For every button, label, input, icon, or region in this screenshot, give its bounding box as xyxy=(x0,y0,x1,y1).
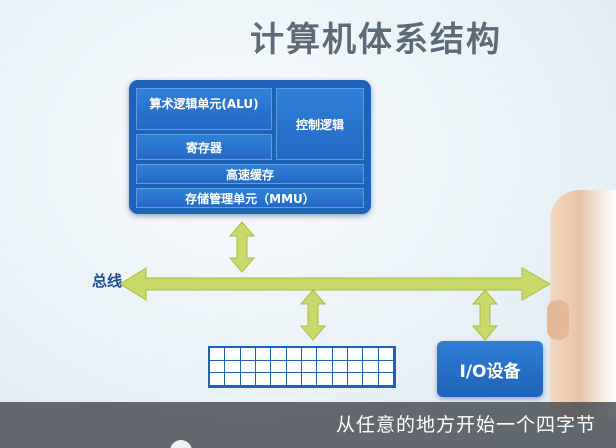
alu-cell: 算术逻辑单元(ALU) xyxy=(136,88,272,130)
control-logic-cell: 控制逻辑 xyxy=(276,88,364,160)
slide-title: 计算机体系结构 xyxy=(250,20,502,60)
register-cell: 寄存器 xyxy=(136,134,272,160)
bus-label: 总线 xyxy=(92,272,123,290)
memory-grid xyxy=(208,346,396,388)
progress-knob-icon[interactable] xyxy=(170,440,192,448)
cpu-bus-arrow xyxy=(228,221,256,273)
mmu-cell: 存储管理单元（MMU） xyxy=(136,188,364,208)
subtitle-text: 从任意的地方开始一个四字节 xyxy=(335,414,596,436)
io-bus-arrow xyxy=(471,289,499,341)
subtitle-bar: 从任意的地方开始一个四字节 xyxy=(0,402,616,448)
presenter-hand xyxy=(547,300,569,340)
cache-cell: 高速缓存 xyxy=(136,164,364,184)
memory-bus-arrow xyxy=(299,289,327,341)
io-device-box: I/O设备 xyxy=(437,341,543,397)
cpu-block: 算术逻辑单元(ALU) 控制逻辑 寄存器 高速缓存 存储管理单元（MMU） xyxy=(129,80,371,214)
